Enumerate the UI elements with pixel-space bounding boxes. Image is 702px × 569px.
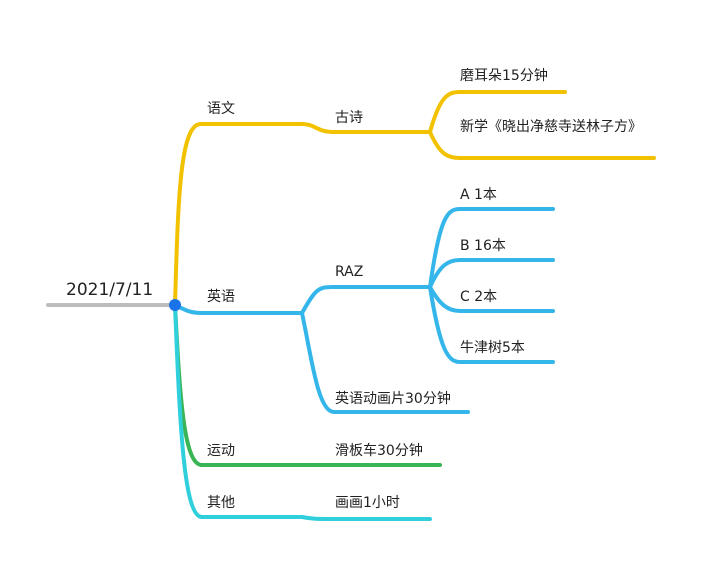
edge-english-raz <box>300 285 432 315</box>
node-other[interactable]: 其他 <box>207 495 235 511</box>
edge-raz-item2 <box>428 258 555 289</box>
node-sport-item[interactable]: 滑板车30分钟 <box>335 443 423 459</box>
edge-other-item <box>300 515 432 521</box>
node-raz-item-4[interactable]: 牛津树5本 <box>460 340 525 356</box>
node-raz-item-2[interactable]: B 16本 <box>460 238 506 254</box>
edge-root-english <box>173 303 304 315</box>
branch-other-lines <box>173 303 432 521</box>
root-node-dot <box>169 299 181 311</box>
node-other-item[interactable]: 画画1小时 <box>335 495 400 511</box>
edge-root-sport <box>173 303 304 467</box>
node-poetry[interactable]: 古诗 <box>335 110 363 126</box>
edge-poetry-item2 <box>428 130 656 160</box>
edge-raz-item4 <box>428 285 555 364</box>
node-poetry-item-1[interactable]: 磨耳朵15分钟 <box>460 68 548 84</box>
node-poetry-item-2[interactable]: 新学《晓出净慈寺送林子方》 <box>460 119 642 135</box>
node-english-cartoon[interactable]: 英语动画片30分钟 <box>335 391 451 407</box>
branch-sport-lines <box>173 303 442 467</box>
branch-chinese-lines <box>173 90 656 307</box>
edge-english-cartoon <box>300 311 470 414</box>
root-node-label[interactable]: 2021/7/11 <box>66 280 154 300</box>
node-sport[interactable]: 运动 <box>207 443 235 459</box>
node-raz[interactable]: RAZ <box>335 264 364 280</box>
node-raz-item-1[interactable]: A 1本 <box>460 187 497 203</box>
edge-root-chinese <box>173 122 304 307</box>
edge-root-other <box>173 303 304 519</box>
node-english[interactable]: 英语 <box>207 289 235 305</box>
node-chinese[interactable]: 语文 <box>207 101 235 117</box>
edge-raz-item1 <box>428 207 555 289</box>
edge-chinese-poetry <box>300 122 432 134</box>
edge-raz-item3 <box>428 285 555 313</box>
node-raz-item-3[interactable]: C 2本 <box>460 289 498 305</box>
edge-poetry-item1 <box>428 90 567 134</box>
